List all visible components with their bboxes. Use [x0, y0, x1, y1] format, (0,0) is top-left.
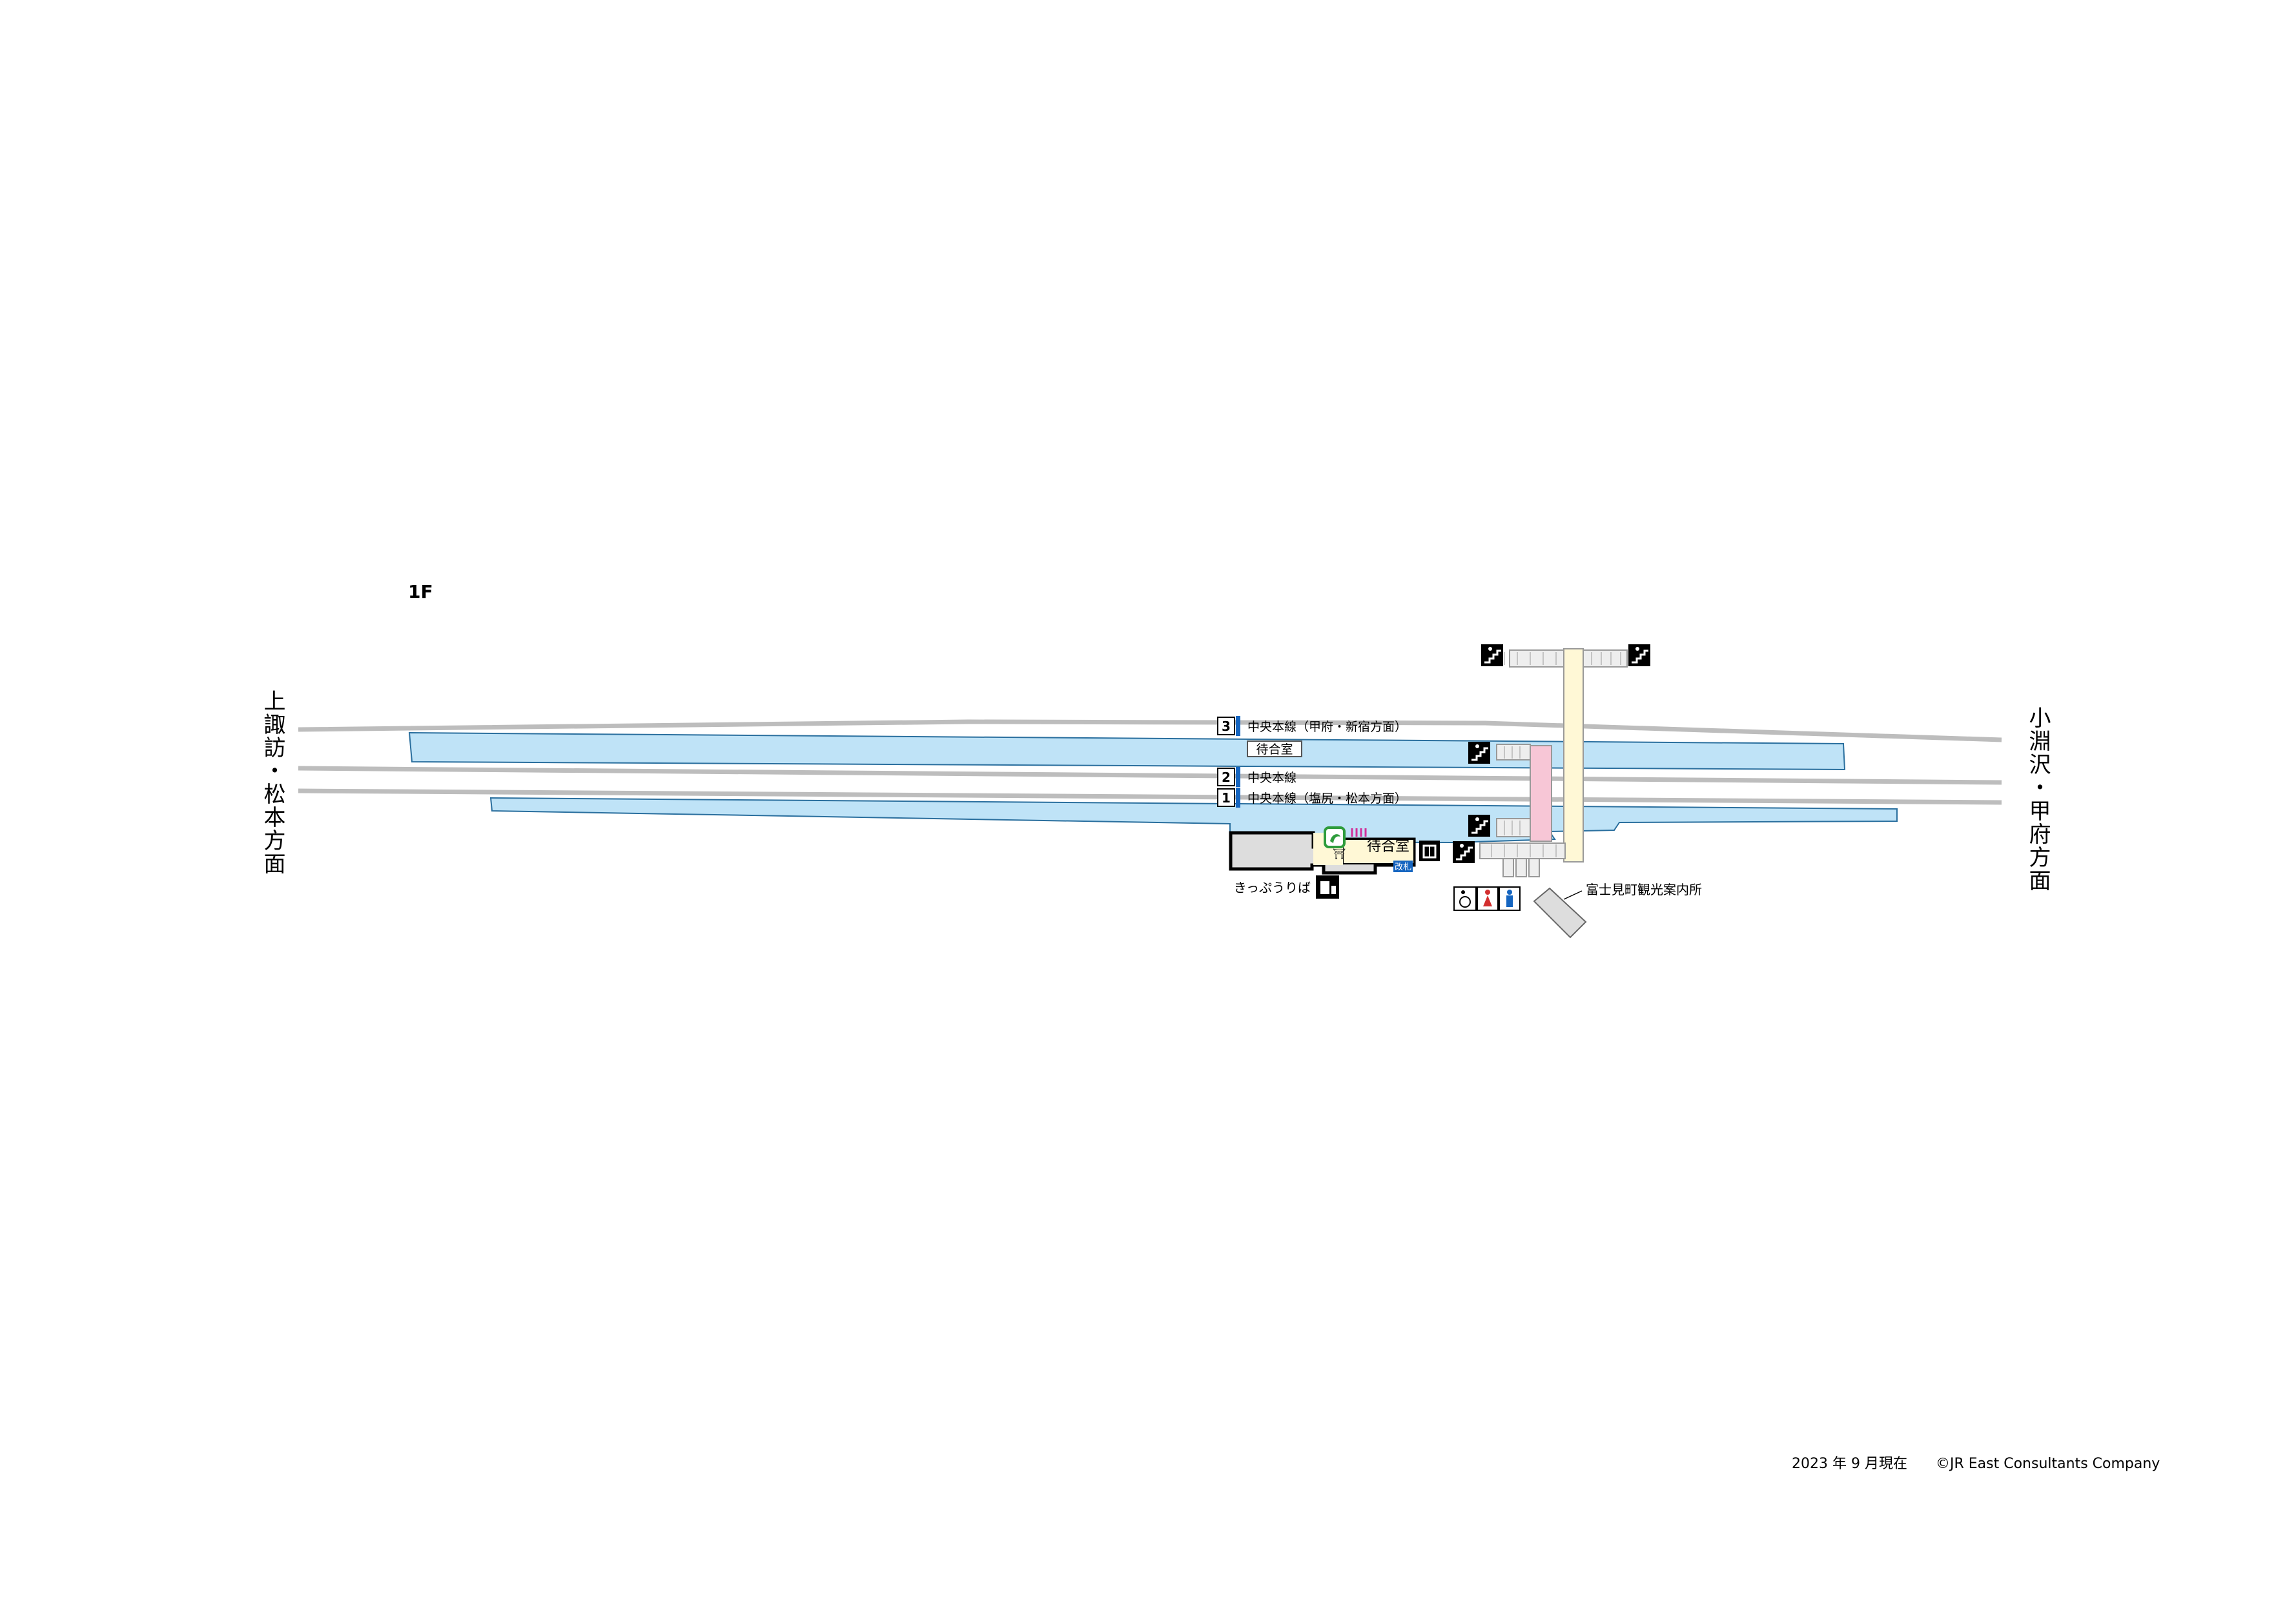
- elevator-icon: [1419, 841, 1440, 861]
- elevator-passage: [1530, 745, 1552, 842]
- green-window-icon: [1324, 826, 1346, 848]
- direction-left-label: 上諏訪・松本方面: [260, 689, 285, 875]
- stairs-icon: [1453, 841, 1475, 863]
- ticket-office-label: きっぷうりば: [1234, 880, 1311, 895]
- ticket-gate-icon: [1351, 828, 1367, 837]
- floor-label: 1F: [408, 581, 433, 602]
- platform-3-sign: 3 中央本線（甲府・新宿方面）: [1217, 716, 1407, 736]
- platform-1-line: 中央本線（塩尻・松本方面）: [1247, 791, 1407, 806]
- stairs-exit: [1479, 842, 1566, 859]
- footer-date: 2023 年 9 月現在: [1792, 1456, 1907, 1472]
- platform-3-number: 3: [1222, 719, 1231, 734]
- overpass-walkway: [1563, 648, 1584, 863]
- platform-waiting-room: [1247, 740, 1302, 757]
- direction-right-label: 小淵沢・甲府方面: [2025, 706, 2051, 892]
- womens-toilet-icon: [1477, 886, 1499, 911]
- ticket-gate-label: 改札: [1395, 863, 1411, 872]
- wheelchair-toilet-icon: [1453, 886, 1477, 911]
- platform-1-number: 1: [1222, 790, 1231, 806]
- exit-steps: [1502, 858, 1540, 877]
- stairs-platform-2-3: [1496, 744, 1531, 760]
- tourist-info-leader: [1563, 890, 1583, 900]
- stairs-icon: [1468, 815, 1490, 837]
- island-platform-2-3: [408, 731, 1846, 771]
- shrine-icon: ⛩: [1333, 848, 1346, 860]
- side-platform-1: [489, 797, 1898, 844]
- track-1: [298, 788, 2002, 805]
- overpass-top-right-stairs: [1583, 649, 1628, 668]
- platform-2-sign: 2 中央本線: [1217, 767, 1297, 787]
- platform-3-line: 中央本線（甲府・新宿方面）: [1247, 720, 1407, 734]
- stairs-icon: [1468, 742, 1490, 764]
- platform-2-line: 中央本線: [1247, 771, 1297, 785]
- station-waiting-room-label: 待合室: [1367, 839, 1409, 855]
- mens-toilet-icon: [1499, 886, 1521, 911]
- platform-1-sign: 1 中央本線（塩尻・松本方面）: [1217, 788, 1407, 808]
- platform-2-number: 2: [1222, 770, 1231, 785]
- tourist-info-label: 富士見町観光案内所: [1586, 882, 1702, 897]
- overpass-top-left-stairs: [1509, 649, 1564, 668]
- ticket-gate-badge: [1393, 861, 1413, 872]
- stairs-icon: [1628, 644, 1650, 666]
- ticket-machine-icon: [1316, 875, 1339, 899]
- track-2: [298, 766, 2002, 785]
- stairs-platform-1: [1496, 818, 1531, 837]
- tourist-info-building: [1533, 887, 1587, 939]
- stairs-icon: [1481, 644, 1503, 666]
- footer-copyright: ©JR East Consultants Company: [1936, 1456, 2160, 1472]
- platform-waiting-room-label: 待合室: [1256, 742, 1293, 757]
